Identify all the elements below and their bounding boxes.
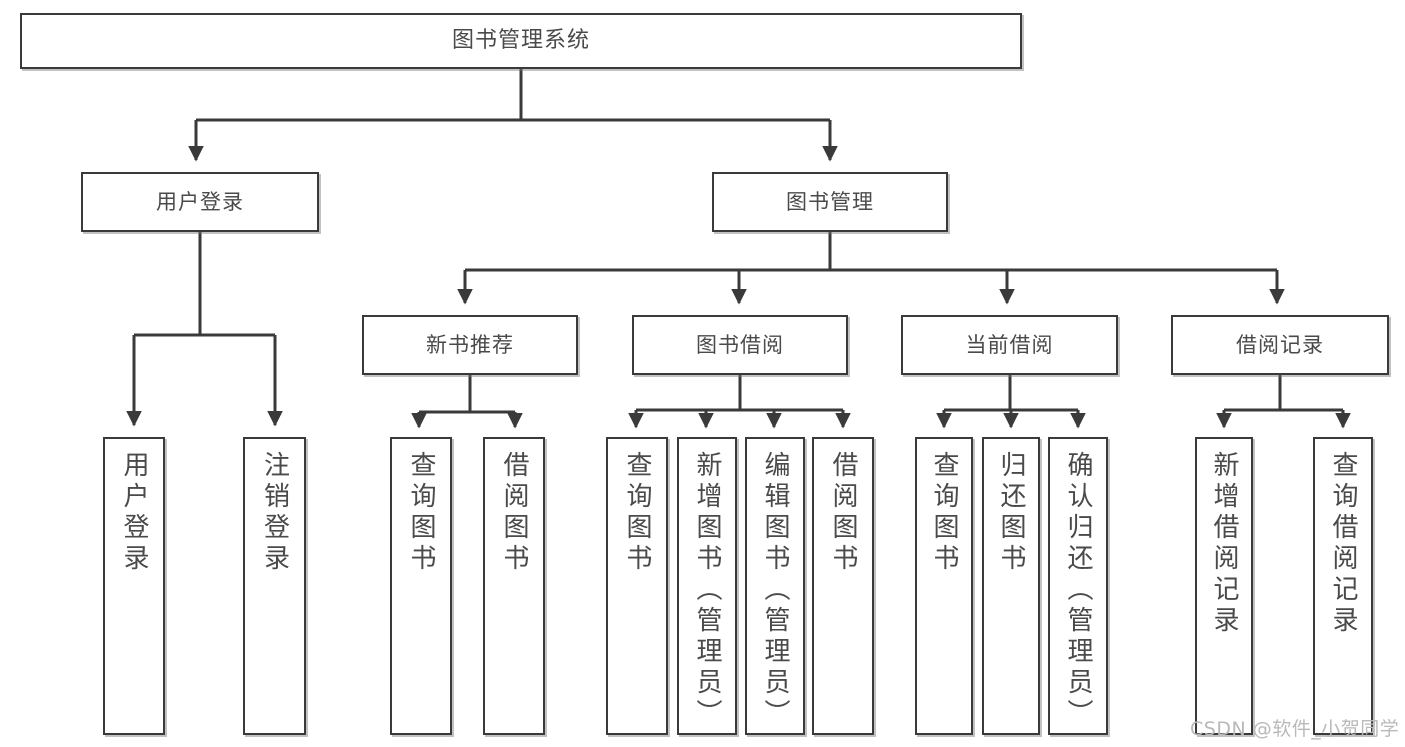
node-borrow-record[interactable]: 借阅记录 <box>1171 315 1389 375</box>
leaf-query-book[interactable]: 查询图书 <box>606 437 668 735</box>
node-book-borrow[interactable]: 图书借阅 <box>632 315 848 375</box>
node-label: 借阅图书 <box>828 451 859 575</box>
node-current-borrow[interactable]: 当前借阅 <box>901 315 1118 375</box>
leaf-borrow-book[interactable]: 借阅图书 <box>812 437 874 735</box>
node-label: 归还图书 <box>996 451 1027 575</box>
node-label: 编辑图书（管理员） <box>760 451 791 730</box>
leaf-add-book[interactable]: 新增图书（管理员） <box>677 437 737 735</box>
node-label: 新增借阅记录 <box>1209 451 1240 637</box>
node-user-login[interactable]: 用户登录 <box>81 172 319 232</box>
node-new-book-rec[interactable]: 新书推荐 <box>362 315 578 375</box>
leaf-query-book-rec[interactable]: 查询图书 <box>390 437 452 735</box>
node-label: 新增图书（管理员） <box>692 451 723 730</box>
node-label: 当前借阅 <box>965 332 1054 357</box>
node-label: 查询图书 <box>929 451 960 575</box>
watermark: CSDN @软件_小贺同学 <box>1190 718 1400 740</box>
node-label: 注销登录 <box>259 451 290 575</box>
node-label: 图书管理 <box>786 189 874 214</box>
leaf-return-book[interactable]: 归还图书 <box>982 437 1040 735</box>
node-label: 查询图书 <box>406 451 437 575</box>
leaf-query-record[interactable]: 查询借阅记录 <box>1313 437 1373 735</box>
node-label: 新书推荐 <box>426 332 514 357</box>
node-label: 用户登录 <box>156 189 244 214</box>
node-label: 借阅图书 <box>499 451 530 575</box>
leaf-borrow-book-rec[interactable]: 借阅图书 <box>483 437 545 735</box>
node-root[interactable]: 图书管理系统 <box>20 13 1022 69</box>
node-label: 借阅记录 <box>1236 332 1324 357</box>
leaf-logout[interactable]: 注销登录 <box>243 437 306 735</box>
node-label: 查询图书 <box>622 451 653 575</box>
leaf-query-book-cur[interactable]: 查询图书 <box>915 437 973 735</box>
leaf-add-record[interactable]: 新增借阅记录 <box>1195 437 1253 735</box>
node-label: 确认归还（管理员） <box>1063 451 1094 730</box>
node-label: 图书借阅 <box>696 332 784 357</box>
leaf-user-login[interactable]: 用户登录 <box>103 437 165 735</box>
leaf-confirm-return[interactable]: 确认归还（管理员） <box>1048 437 1108 735</box>
node-label: 图书管理系统 <box>451 28 590 53</box>
node-label: 查询借阅记录 <box>1328 451 1359 637</box>
leaf-edit-book[interactable]: 编辑图书（管理员） <box>745 437 805 735</box>
node-label: 用户登录 <box>119 451 150 575</box>
node-book-manage[interactable]: 图书管理 <box>712 172 948 232</box>
